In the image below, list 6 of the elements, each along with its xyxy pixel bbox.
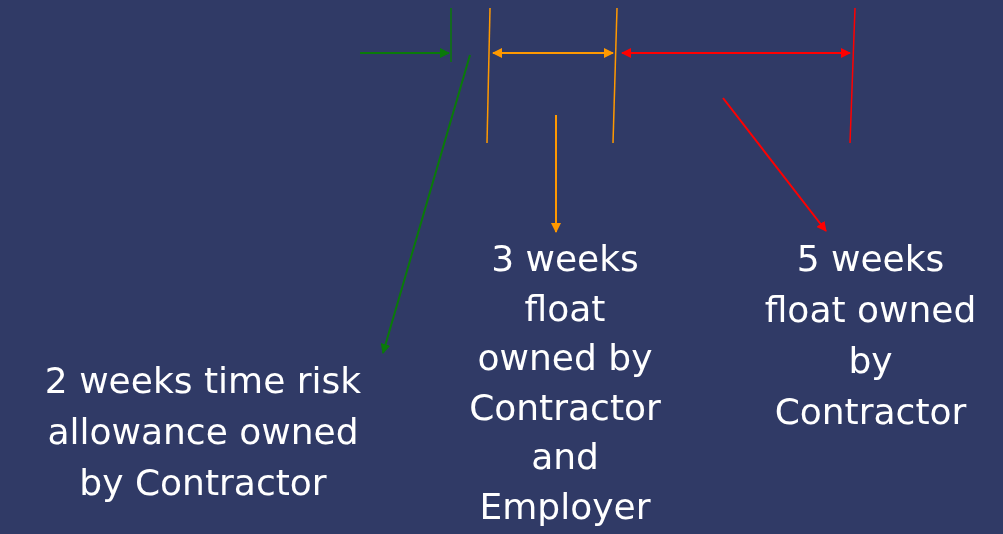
- leader-arrow: [380, 54, 471, 354]
- annotation-text: 5 weeks float owned by Contractor: [763, 237, 978, 434]
- leader-arrow: [722, 97, 827, 232]
- leader-arrow: [551, 114, 561, 233]
- annotation-text: 2 weeks time risk allowance owned by Contractor: [43, 359, 363, 505]
- annotation-text: 3 weeks float owned by Contractor and Employer: [468, 237, 662, 529]
